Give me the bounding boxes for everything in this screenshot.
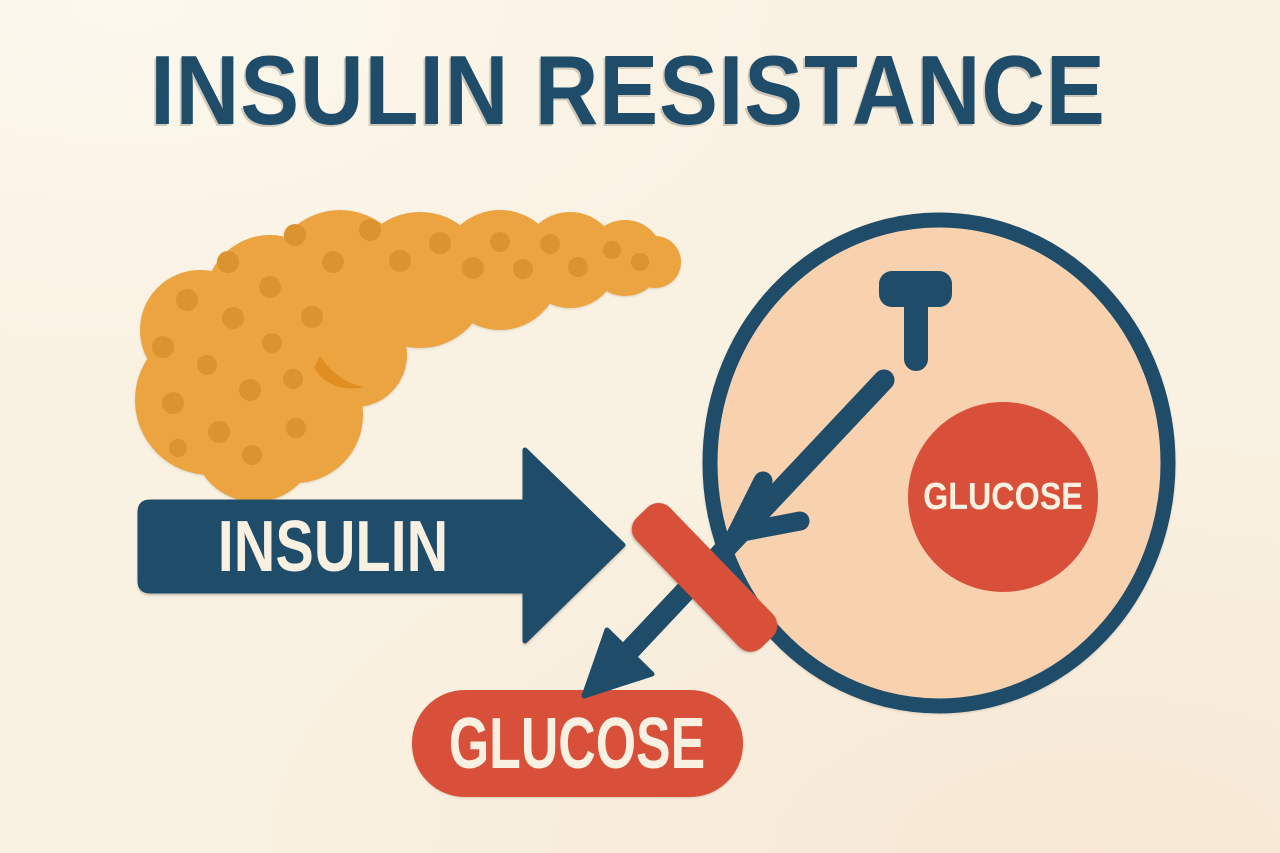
- glucose-pill: [412, 690, 743, 797]
- pancreas-dots: [152, 219, 649, 465]
- arrow-direction-barbs: [727, 471, 810, 543]
- pancreas-icon: [135, 210, 681, 502]
- page-title: INSULIN RESISTANCE: [150, 35, 1106, 145]
- glucose-circle: [908, 402, 1098, 592]
- insulin-receptor-icon: [879, 271, 952, 371]
- block-x-mark: [631, 502, 778, 652]
- insulin-arrow: [137, 447, 626, 644]
- deflected-glucose-arrow: [581, 369, 895, 699]
- arrowhead: [581, 627, 655, 699]
- pancreas-notch: [314, 356, 364, 389]
